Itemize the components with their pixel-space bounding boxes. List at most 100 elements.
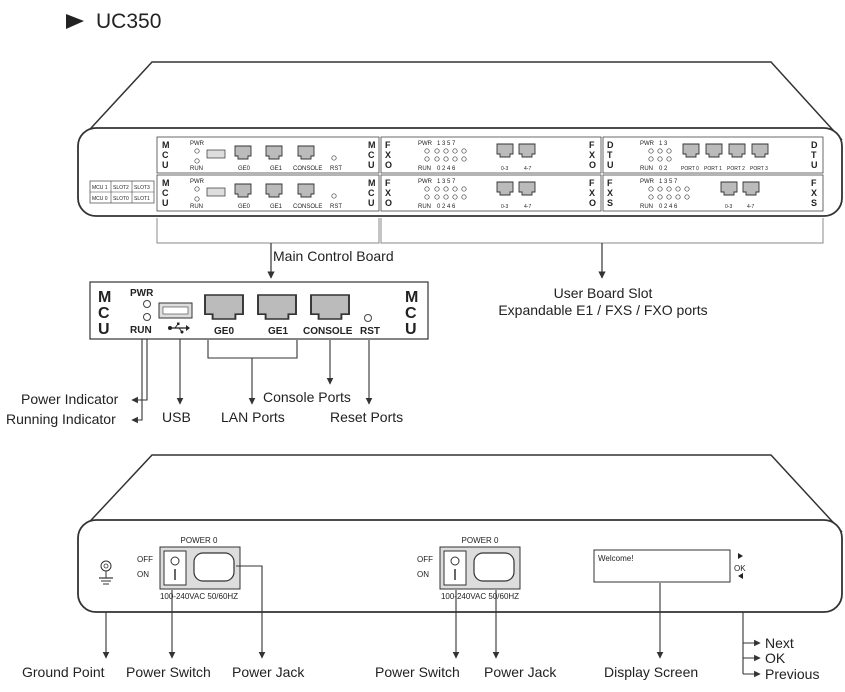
- svg-text:100-240VAC 50/60HZ: 100-240VAC 50/60HZ: [160, 592, 238, 601]
- svg-text:POWER 0: POWER 0: [462, 536, 499, 545]
- usb-icon: [168, 322, 190, 334]
- svg-text:U: U: [368, 198, 375, 208]
- mcu-zoom-rst: RST: [360, 326, 380, 337]
- svg-text:0-3: 0-3: [725, 204, 732, 210]
- slot-labels: MCU 1 SLOT2 SLOT3 MCU 0 SLOT0 SLOT1: [89, 180, 155, 204]
- power-indicator-label: Power Indicator: [21, 391, 119, 407]
- svg-text:T: T: [607, 150, 613, 160]
- svg-text:PWR: PWR: [190, 179, 205, 185]
- fxo-card-top: F X O F X O PWR 1 3 5 7 RUN 0 2 4 6 0-3 …: [380, 136, 602, 174]
- svg-text:1 3 5 7: 1 3 5 7: [437, 141, 456, 147]
- svg-text:X: X: [385, 150, 391, 160]
- previous-label: Previous: [765, 666, 819, 682]
- reset-ports-label: Reset Ports: [330, 409, 403, 425]
- svg-text:M: M: [368, 140, 376, 150]
- svg-text:U: U: [811, 160, 818, 170]
- svg-text:GE0: GE0: [238, 204, 251, 210]
- front-chassis-top: [79, 61, 843, 141]
- rear-device: POWER 0 OFF ON 100-240VAC 50/60HZ POWER …: [77, 454, 843, 613]
- running-indicator-label: Running Indicator: [6, 411, 116, 427]
- svg-text:PWR: PWR: [418, 141, 433, 147]
- power-jack-label-1: Power Jack: [484, 664, 557, 680]
- svg-text:GE0: GE0: [238, 166, 251, 172]
- svg-text:O: O: [385, 160, 392, 170]
- svg-text:X: X: [811, 188, 817, 198]
- power-jack-0[interactable]: [193, 552, 235, 582]
- mcu-zoom-pwr: PWR: [130, 288, 154, 299]
- power-module-0: POWER 0 OFF ON 100-240VAC 50/60HZ: [137, 536, 241, 601]
- slot-mcu1: MCU 1: [92, 185, 108, 191]
- next-arrow-icon[interactable]: [738, 553, 743, 559]
- display-screen: Welcome! OK: [593, 549, 746, 583]
- svg-text:GE1: GE1: [270, 204, 283, 210]
- svg-text:POWER 0: POWER 0: [181, 536, 218, 545]
- slot-slot2: SLOT2: [113, 185, 129, 191]
- svg-text:D: D: [811, 140, 818, 150]
- power-module-1: POWER 0 OFF ON 100-240VAC 50/60HZ: [417, 536, 521, 601]
- svg-text:C: C: [162, 188, 169, 198]
- slot-slot3: SLOT3: [134, 185, 150, 191]
- svg-text:RUN: RUN: [640, 204, 653, 210]
- svg-text:RST: RST: [330, 204, 342, 210]
- slot-mcu0: MCU 0: [92, 196, 108, 202]
- mcu-zoom-ge0: GE0: [214, 326, 234, 337]
- svg-text:X: X: [385, 188, 391, 198]
- power-switch-0[interactable]: [163, 550, 187, 586]
- power-switch-label-1: Power Switch: [375, 664, 460, 680]
- svg-text:T: T: [811, 150, 817, 160]
- mcu-zoom-run: RUN: [130, 325, 152, 336]
- svg-text:CONSOLE: CONSOLE: [293, 166, 322, 172]
- svg-text:M: M: [162, 178, 170, 188]
- svg-text:RUN: RUN: [640, 166, 653, 172]
- mcu-zoom-console: CONSOLE: [303, 326, 353, 337]
- svg-text:M: M: [405, 289, 418, 306]
- svg-text:PWR: PWR: [190, 141, 205, 147]
- svg-text:S: S: [811, 198, 817, 208]
- usb-label: USB: [162, 409, 191, 425]
- title: UC350: [66, 10, 161, 33]
- svg-text:C: C: [405, 305, 417, 322]
- svg-text:F: F: [811, 178, 817, 188]
- slot-slot0: SLOT0: [113, 196, 129, 202]
- front-brackets: [156, 218, 824, 244]
- mcu-card-bottom: M C U M C U PWR RUN GE0 GE1 CONSOLE RST: [156, 174, 380, 212]
- display-screen-label: Display Screen: [604, 664, 698, 680]
- svg-text:0 2 4 6: 0 2 4 6: [659, 204, 678, 210]
- svg-text:C: C: [98, 305, 110, 322]
- svg-text:U: U: [405, 321, 417, 338]
- svg-text:GE1: GE1: [270, 166, 283, 172]
- rear-chassis-top: [79, 454, 843, 533]
- mcu-card-top: M C U M C U PWR RUN GE0 GE1 CONSOLE RST: [156, 136, 380, 174]
- rear-callout-lines: [102, 565, 761, 678]
- svg-text:RUN: RUN: [418, 166, 431, 172]
- svg-text:X: X: [589, 150, 595, 160]
- svg-text:F: F: [589, 178, 595, 188]
- svg-text:Welcome!: Welcome!: [598, 554, 633, 563]
- power-jack-1[interactable]: [473, 552, 515, 582]
- svg-text:PWR: PWR: [640, 179, 655, 185]
- svg-text:M: M: [162, 140, 170, 150]
- console-ports-label: Console Ports: [263, 389, 351, 405]
- svg-text:0 2 4 6: 0 2 4 6: [437, 204, 456, 210]
- svg-text:RUN: RUN: [418, 204, 431, 210]
- previous-arrow-icon[interactable]: [738, 573, 743, 579]
- ground-point-label: Ground Point: [22, 664, 105, 680]
- expandable-label: Expandable E1 / FXS / FXO ports: [498, 302, 707, 318]
- svg-text:0-3: 0-3: [501, 166, 508, 172]
- fxo-card-bottom: F X O F X O PWR 1 3 5 7 RUN 0 2 4 6 0-3 …: [380, 174, 602, 212]
- title-text: UC350: [96, 10, 161, 33]
- ground-icon: [99, 560, 113, 585]
- dtu-card-top: D T U D T U PWR 1 3 RUN 0 2 PORT 0 PORT …: [602, 136, 824, 174]
- svg-text:CONSOLE: CONSOLE: [293, 204, 322, 210]
- svg-text:OFF: OFF: [417, 555, 433, 564]
- svg-text:OFF: OFF: [137, 555, 153, 564]
- power-switch-1[interactable]: [443, 550, 467, 586]
- svg-text:U: U: [162, 198, 169, 208]
- main-control-board-label: Main Control Board: [273, 248, 394, 264]
- svg-text:U: U: [607, 160, 614, 170]
- svg-text:4-7: 4-7: [524, 166, 531, 172]
- slot-slot1: SLOT1: [134, 196, 150, 202]
- svg-text:F: F: [385, 140, 391, 150]
- power-jack-label-0: Power Jack: [232, 664, 305, 680]
